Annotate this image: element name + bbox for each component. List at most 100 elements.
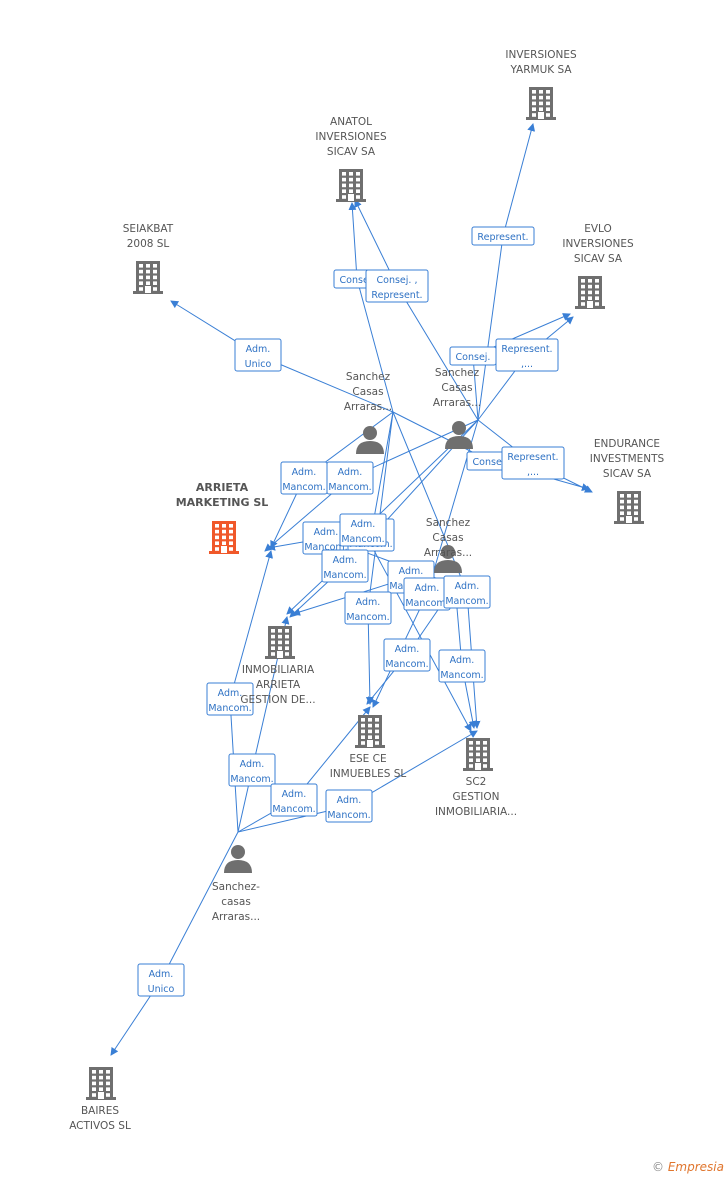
node-label: YARMUK SA <box>509 64 572 76</box>
edge-label-text: Mancom. <box>346 612 389 623</box>
edge-label-text: Unico <box>148 984 175 995</box>
node-p4[interactable]: Sanchez-casasArraras... <box>212 845 260 923</box>
edge-label-text: Adm. <box>333 555 358 566</box>
brand-name: Empresia <box>667 1160 724 1174</box>
building-icon <box>86 1067 116 1100</box>
edge-label-text: Adm. <box>218 688 243 699</box>
edge-label[interactable]: Adm. Unico <box>137 963 185 997</box>
building-icon <box>133 261 163 294</box>
edge-label-text: Consej. <box>473 457 508 468</box>
edges-layer <box>110 123 593 1056</box>
edge-label-box <box>365 269 429 303</box>
edge-label-text: ,... <box>521 359 533 370</box>
building-icon <box>209 521 239 554</box>
edge-label-text: Mancom. <box>323 570 366 581</box>
edge-label-text: Mancom. <box>304 542 347 553</box>
node-label: ARRIETA <box>196 481 249 494</box>
edge-label-text: Represent. <box>507 452 558 463</box>
node-sc2[interactable]: SC2GESTIONINMOBILIARIA... <box>435 738 517 818</box>
edge-label-text: Adm. <box>455 581 480 592</box>
node-label: INMOBILIARIA <box>242 664 315 676</box>
node-p3[interactable]: SanchezCasasArraras... <box>424 517 472 573</box>
edge-label-text: ,... <box>527 467 539 478</box>
edge-label-box <box>471 226 535 246</box>
edge-label[interactable]: Adm. Unico <box>234 338 282 372</box>
edge-label[interactable]: Adm.Mancom. <box>206 682 254 716</box>
edge-label[interactable]: Adm.Mancom. <box>228 753 276 787</box>
edge-p4-baires <box>110 831 239 1056</box>
edge-label[interactable]: Adm.Mancom. <box>280 461 328 495</box>
edge-label-text: Adm. <box>351 519 376 530</box>
edge-label[interactable]: Adm. Mancom. <box>326 461 374 495</box>
edge-label[interactable]: Adm.Mancom. <box>302 521 350 555</box>
edge-label[interactable]: Adm.Mancom. <box>403 577 451 611</box>
edge-label[interactable]: Represent. <box>471 226 535 246</box>
credit[interactable]: © Empresia <box>652 1160 724 1174</box>
building-icon <box>463 738 493 771</box>
edge-label-box <box>326 461 374 495</box>
edge-label-text: Adm. <box>395 644 420 655</box>
edge-label[interactable]: Represent.,... <box>495 338 559 372</box>
node-label: MARKETING SL <box>176 496 269 509</box>
edge-label[interactable]: Consej. ,Represent. <box>365 269 429 303</box>
node-label: Sanchez <box>346 371 391 383</box>
building-icon <box>355 715 385 748</box>
node-esece[interactable]: ESE CE INMUEBLES SL <box>330 715 407 780</box>
edge-label-text: Adm. <box>246 344 271 355</box>
edge-label[interactable]: Adm.Mancom. <box>443 575 491 609</box>
edge-label-text: Adm. <box>338 467 363 478</box>
node-label: ESE CE <box>349 753 386 765</box>
person-icon <box>445 421 473 449</box>
edge-label[interactable]: Adm. Mancom. <box>270 783 318 817</box>
node-label: GESTION <box>452 791 499 803</box>
edge-label-box <box>443 575 491 609</box>
edge-label-text: Mancom. <box>272 804 315 815</box>
edge-label-text: Mancom. <box>341 534 384 545</box>
node-label: Casas <box>352 386 383 398</box>
node-label: ANATOL <box>330 116 372 128</box>
edge-label-text: Adm. <box>282 789 307 800</box>
edge-label-text: Mancom. <box>328 482 371 493</box>
node-p1[interactable]: SanchezCasasArraras... <box>344 371 392 454</box>
edge-label-text: Unico <box>245 359 272 370</box>
edge-label[interactable]: Adm.Mancom. <box>325 789 373 823</box>
node-arrieta[interactable]: ARRIETA MARKETING SL <box>176 481 269 554</box>
edge-label[interactable]: Adm. Mancom. <box>339 513 387 547</box>
edge-label-box <box>325 789 373 823</box>
edge-label-text: Represent. <box>501 344 552 355</box>
edge-label-text: Mancom. <box>385 659 428 670</box>
building-icon <box>265 626 295 659</box>
edge-label-text: Adm. <box>149 969 174 980</box>
node-label: BAIRES <box>81 1105 119 1117</box>
edge-label[interactable]: Represent.,... <box>501 446 565 480</box>
edge-label-text: Mancom. <box>230 774 273 785</box>
building-icon <box>614 491 644 524</box>
node-label: Casas <box>441 382 472 394</box>
node-label: INMUEBLES SL <box>330 768 407 780</box>
edge-label-text: Consej. <box>456 352 491 363</box>
node-label: Sanchez- <box>212 881 260 893</box>
edge-label-box <box>495 338 559 372</box>
edge-label-box <box>501 446 565 480</box>
edge-label-box <box>383 638 431 672</box>
node-p2[interactable]: SanchezCasasArraras... <box>433 367 481 449</box>
edge-label[interactable]: Consej. <box>449 346 497 366</box>
node-label: SICAV SA <box>574 253 623 265</box>
edge-label[interactable]: Adm. Mancom. <box>321 549 369 583</box>
node-label: Sanchez <box>426 517 471 529</box>
node-label: Arraras... <box>344 401 392 413</box>
edge-label[interactable]: Adm. Mancom. <box>383 638 431 672</box>
edge-label-box <box>234 338 282 372</box>
edge-label[interactable]: Adm.Mancom. <box>344 591 392 625</box>
edge-label-text: Adm. <box>292 467 317 478</box>
node-label: Casas <box>432 532 463 544</box>
edge-label-text: Mancom. <box>327 810 370 821</box>
edge-label[interactable]: Adm.Mancom. <box>438 649 486 683</box>
